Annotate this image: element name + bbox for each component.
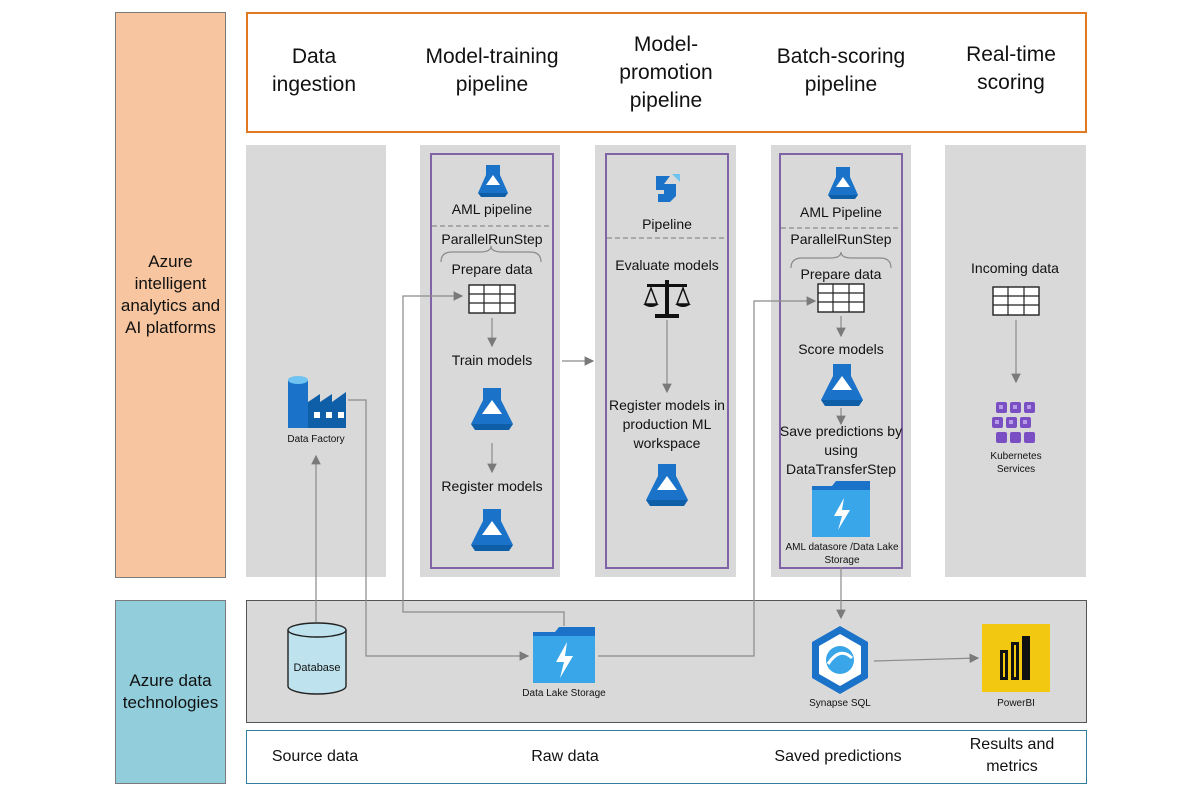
source-data-label: Source data: [271, 748, 359, 765]
incoming-data-table-icon: [992, 286, 1040, 316]
batch-data-table-icon: [817, 283, 865, 313]
batch-parallel-step-label: ParallelRunStep: [790, 231, 892, 247]
score-ml-icon: [821, 364, 863, 406]
synapse-sql-label: Synapse SQL: [809, 698, 871, 709]
promotion-evaluate-label: Evaluate models: [615, 257, 719, 273]
data-technologies-category-label: Azure data technologies: [122, 671, 219, 712]
data-lake-storage-label: Data Lake Storage: [522, 688, 606, 699]
training-train-label: Train models: [451, 352, 533, 368]
platforms-category-label: Azure intelligent analytics and AI platf…: [120, 252, 221, 337]
balance-scale-icon: [643, 280, 691, 318]
training-pipeline-frame: [430, 153, 554, 569]
data-technologies-category: Azure data technologies: [115, 600, 226, 784]
stage-real-time-scoring: Real-time scoring: [966, 43, 1056, 94]
batch-score-label: Score models: [798, 341, 884, 357]
register-ml-icon: [471, 509, 513, 551]
promotion-pipeline-frame: [605, 153, 729, 569]
aml-datastore-icon: [812, 481, 870, 537]
synapse-sql-icon: [812, 626, 868, 694]
training-column: [420, 145, 560, 577]
powerbi-label: PowerBI: [997, 698, 1035, 709]
promotion-pipeline-label: Pipeline: [642, 216, 692, 232]
kubernetes-icon: [992, 402, 1035, 443]
training-prepare-label: Prepare data: [451, 261, 533, 277]
powerbi-icon: [982, 624, 1050, 692]
batch-aml-pipeline-icon: [828, 167, 858, 199]
batch-prepare-label: Prepare data: [800, 266, 882, 282]
realtime-incoming-label: Incoming data: [971, 260, 1059, 276]
devops-pipeline-icon: [656, 174, 680, 202]
stage-batch-scoring: Batch-scoring pipeline: [776, 45, 906, 96]
saved-predictions-label: Saved predictions: [774, 748, 902, 765]
stage-data-ingestion: Data ingestion: [271, 45, 357, 96]
stage-model-training: Model-training pipeline: [425, 45, 559, 96]
data-factory-icon: [288, 376, 346, 428]
training-register-label: Register models: [441, 478, 543, 494]
kubernetes-label: Kubernetes Services: [990, 451, 1042, 475]
database-icon: [287, 622, 347, 695]
batch-save-label: Save predictions by using DataTransferSt…: [779, 423, 903, 477]
stage-header-bar: [246, 12, 1087, 133]
training-parallel-step-label: ParallelRunStep: [441, 231, 543, 247]
database-label: Database: [293, 662, 341, 674]
production-ml-icon: [646, 464, 688, 506]
aml-pipeline-icon: [478, 165, 508, 197]
results-metrics-label: Results and metrics: [969, 736, 1055, 775]
promotion-register-label: Register models in production ML workspa…: [609, 397, 725, 451]
raw-data-label: Raw data: [531, 748, 599, 765]
platforms-category: Azure intelligent analytics and AI platf…: [115, 12, 226, 578]
data-technologies-box: [246, 600, 1087, 723]
data-lake-storage-icon: [533, 627, 595, 683]
stage-model-promotion: Model-promotion pipeline: [619, 33, 713, 112]
training-data-table-icon: [468, 284, 516, 314]
aml-datastore-label: AML datasore /Data Lake Storage: [785, 542, 899, 566]
batch-aml-pipeline-label: AML Pipeline: [800, 204, 882, 220]
train-ml-icon: [471, 388, 513, 430]
data-factory-label: Data Factory: [287, 434, 345, 445]
data-stage-labels-box: [246, 730, 1087, 784]
training-aml-pipeline-label: AML pipeline: [451, 201, 533, 217]
